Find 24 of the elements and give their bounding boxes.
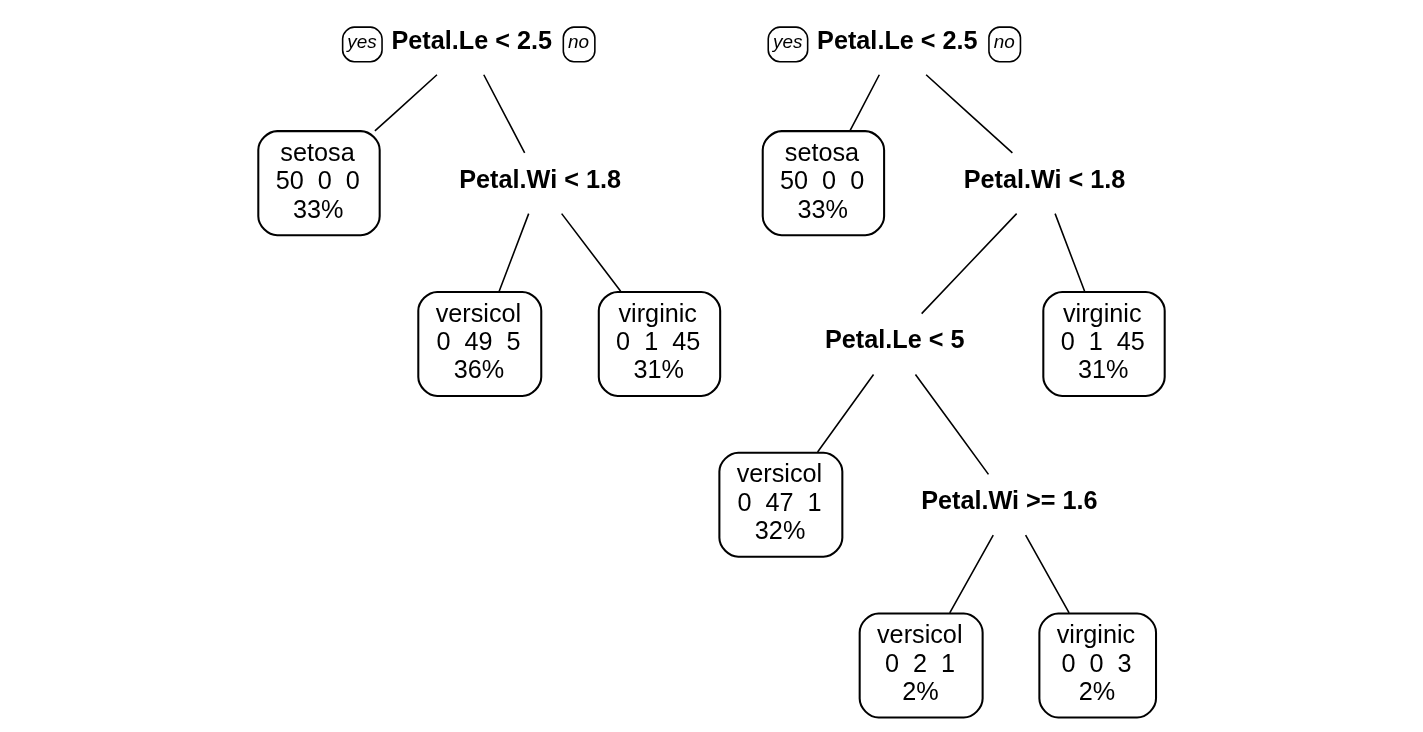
node-text: Petal.Wi < 1.8 [459,164,621,193]
node-box: setosa 50 0 0 33% [257,130,381,237]
connector [1054,212,1086,293]
node-box: setosa 50 0 0 33% [761,130,886,237]
node-text: Petal.Wi < 1.8 [963,164,1126,193]
node-text: Petal.Le < 5 [825,325,965,354]
connector [374,73,438,132]
connector [1024,534,1070,614]
connector [560,212,622,293]
connector [948,534,995,614]
connector [920,212,1018,315]
node-text: Petal.Wi >= 1.6 [921,486,1098,515]
node-box: versicol 0 2 1 2% [858,612,984,719]
node-box: virginic 0 1 45 31% [1042,290,1166,397]
node-box: versicol 0 49 5 36% [417,290,543,397]
connector [816,373,875,453]
connector [925,73,1014,154]
connector [498,212,530,293]
connector [483,73,526,154]
node-box: virginic 0 1 45 31% [597,290,722,397]
connector [849,73,881,132]
connector [914,373,990,476]
node-box: virginic 0 0 3 2% [1038,612,1158,719]
node-box: versicol 0 47 1 32% [718,451,844,558]
